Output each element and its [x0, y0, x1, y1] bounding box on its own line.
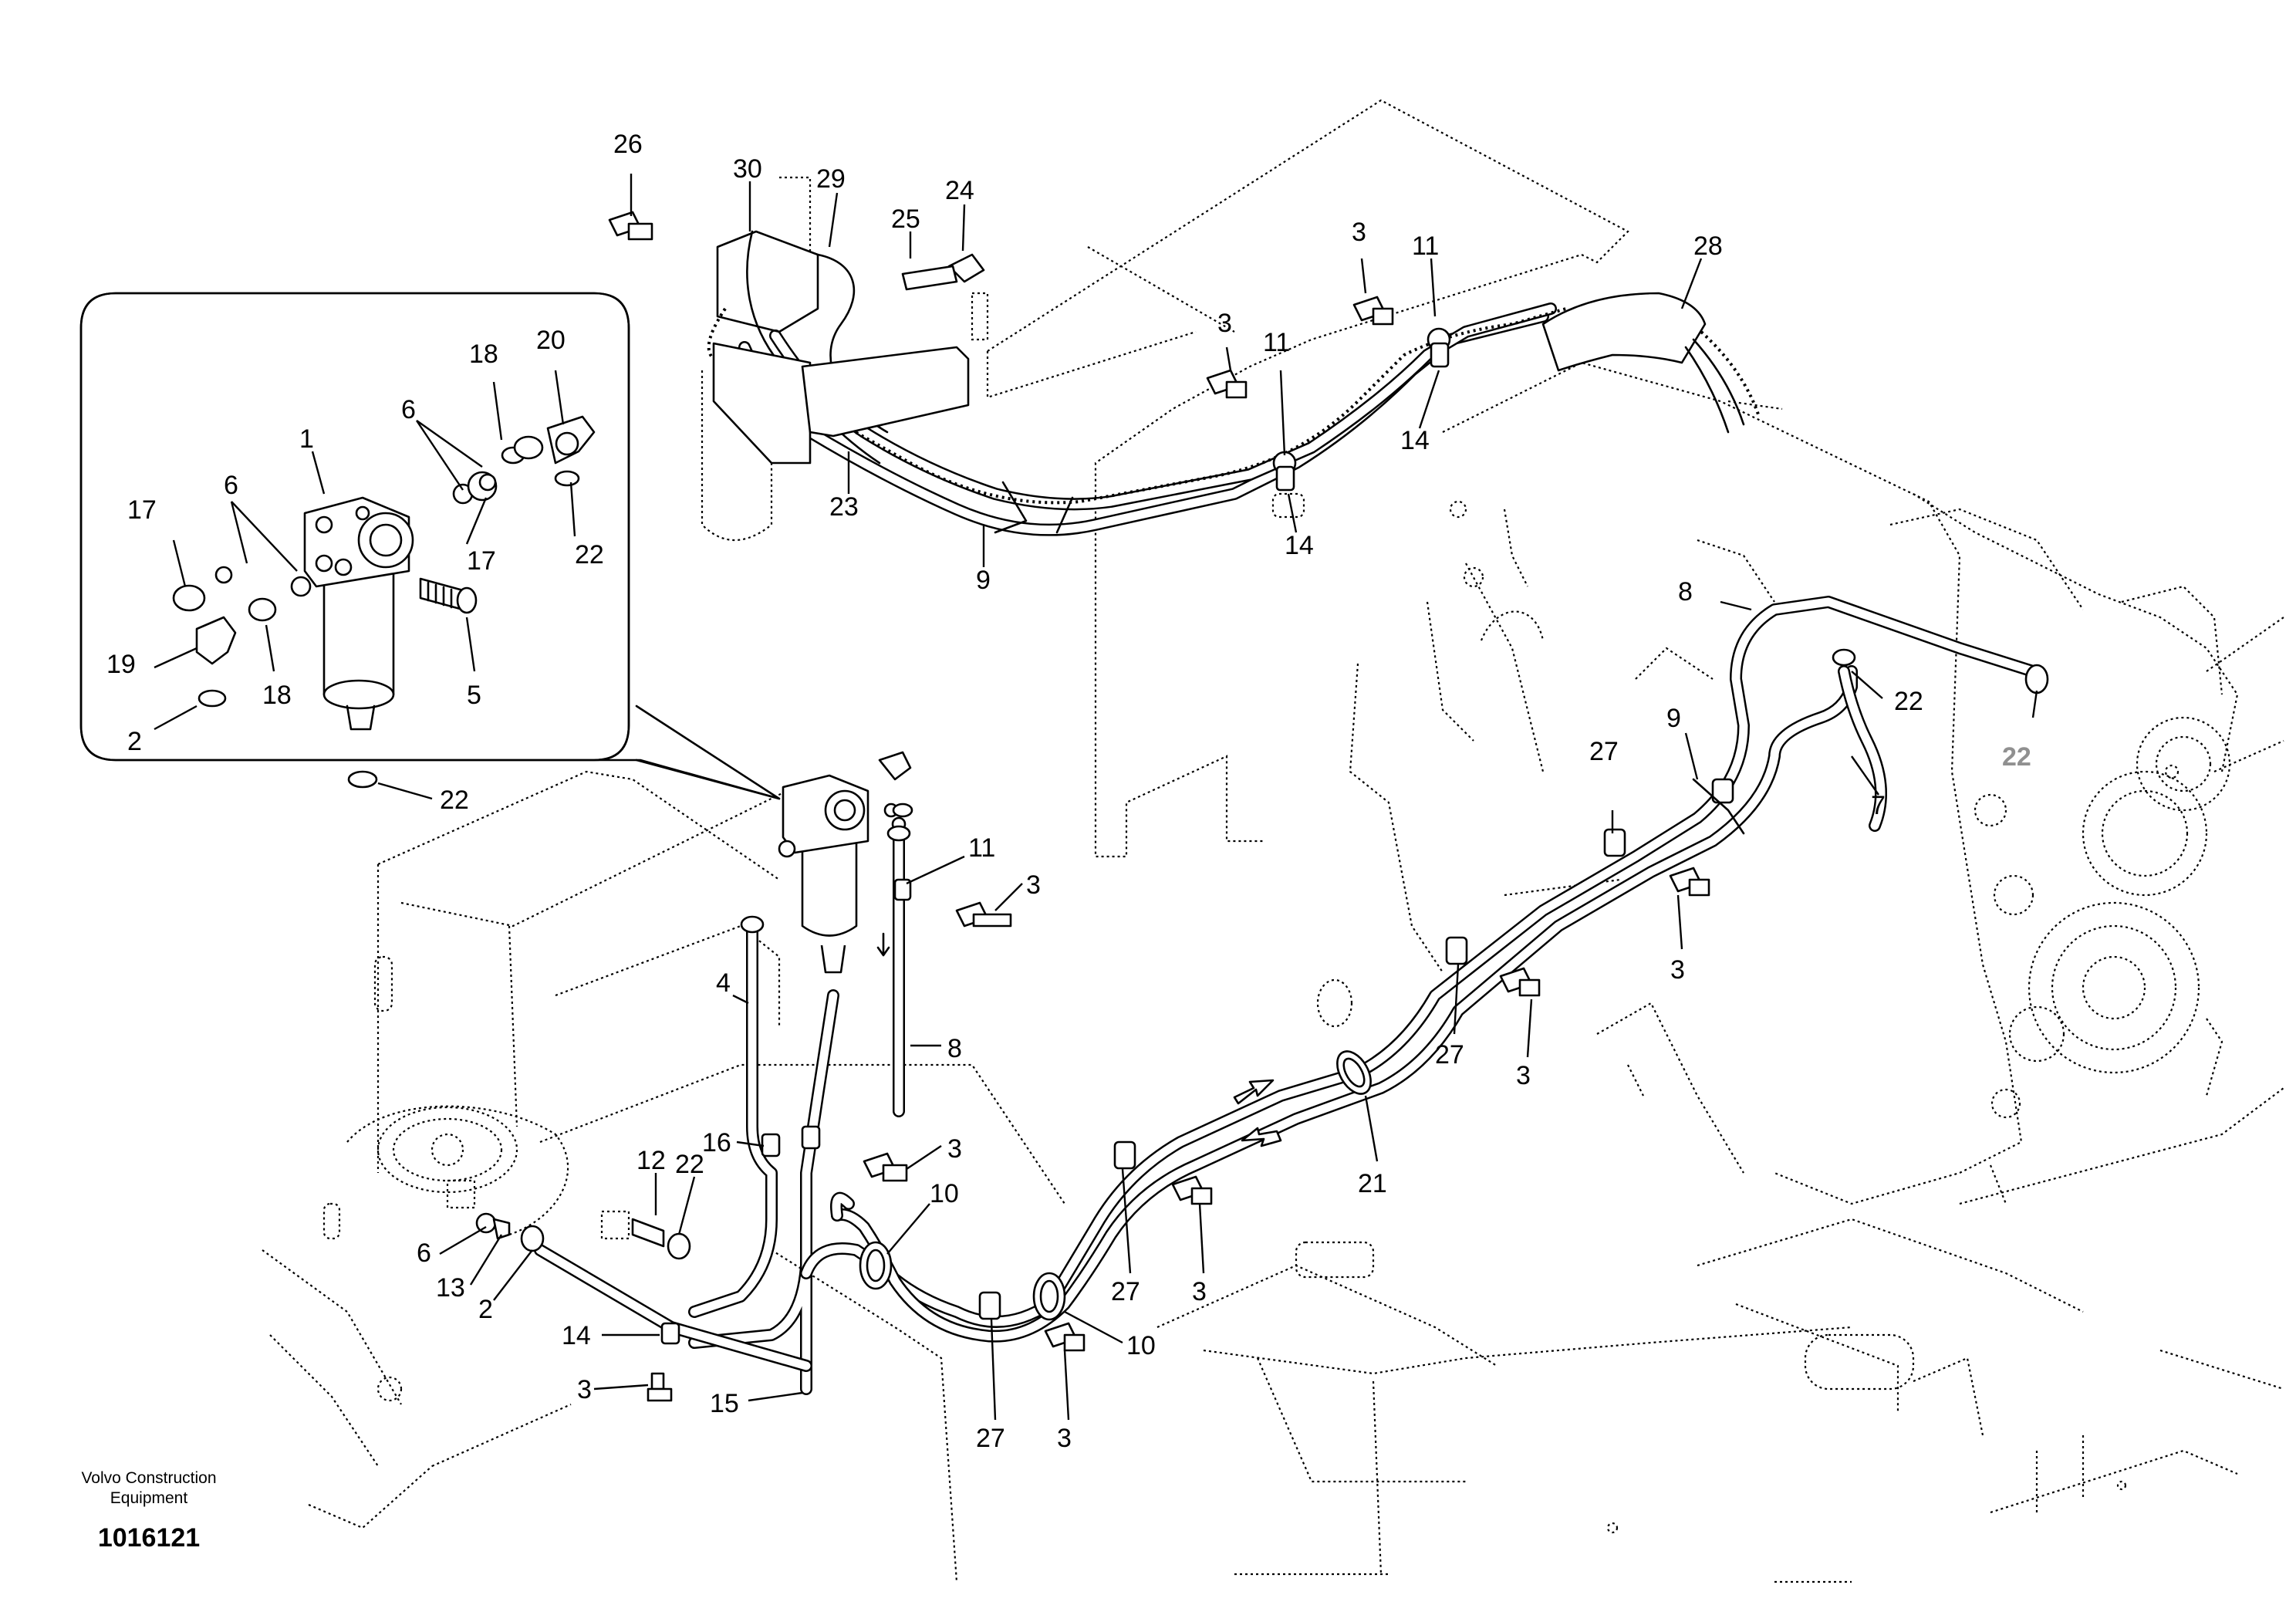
callout-3: 3 [947, 1134, 962, 1164]
callout-29: 29 [816, 164, 846, 194]
callout-17: 17 [467, 546, 496, 576]
callout-2: 2 [127, 727, 142, 756]
callout-14: 14 [1285, 531, 1314, 560]
callout-7: 7 [1871, 791, 1886, 820]
callout-15: 15 [710, 1389, 739, 1418]
callout-26: 26 [613, 130, 643, 159]
callout-13: 13 [436, 1273, 465, 1303]
callout-6: 6 [401, 395, 416, 424]
company-name-line1: Volvo Construction [81, 1469, 216, 1487]
callout-3: 3 [1352, 218, 1366, 247]
fuel-pipes [534, 230, 2039, 1395]
callout-4: 4 [716, 968, 731, 998]
callout-22-faded: 22 [2002, 742, 2031, 772]
callout-19: 19 [106, 650, 136, 679]
callouts: 26 30 29 25 24 3 11 28 3 11 14 14 23 9 2… [106, 130, 2031, 1453]
callout-9: 9 [1666, 704, 1681, 733]
callout-27: 27 [976, 1424, 1005, 1453]
footer: Volvo Construction Equipment 1016121 [81, 1469, 216, 1553]
background-structure [262, 99, 2284, 1583]
callout-27: 27 [1111, 1277, 1140, 1306]
callout-3: 3 [1670, 955, 1685, 985]
callout-3: 3 [1192, 1277, 1207, 1306]
callout-3: 3 [577, 1375, 592, 1404]
callout-28: 28 [1693, 231, 1723, 261]
drawing-number: 1016121 [98, 1523, 200, 1553]
company-name-line2: Equipment [110, 1489, 188, 1507]
callout-14: 14 [562, 1321, 591, 1350]
callout-27: 27 [1589, 737, 1619, 766]
callout-16: 16 [702, 1128, 731, 1157]
callout-22: 22 [1894, 687, 1923, 716]
callout-9: 9 [976, 566, 991, 595]
callout-14: 14 [1400, 426, 1430, 455]
callout-6: 6 [224, 471, 238, 500]
callout-22: 22 [440, 786, 469, 815]
callout-3: 3 [1217, 309, 1232, 338]
callout-18: 18 [469, 340, 498, 369]
callout-6: 6 [417, 1238, 431, 1268]
callout-22: 22 [575, 540, 604, 569]
callout-24: 24 [945, 176, 974, 205]
detail-inset [79, 292, 781, 800]
leader-lines [154, 174, 2038, 1421]
callout-10: 10 [930, 1179, 959, 1208]
callout-5: 5 [467, 681, 481, 710]
callout-3: 3 [1057, 1424, 1072, 1453]
callout-11: 11 [968, 833, 995, 863]
callout-22: 22 [675, 1150, 704, 1179]
callout-30: 30 [733, 154, 762, 184]
callout-8: 8 [1678, 577, 1693, 607]
clamps-and-fittings [475, 176, 2049, 1402]
callout-27: 27 [1435, 1040, 1464, 1070]
callout-23: 23 [829, 492, 859, 522]
callout-18: 18 [262, 681, 292, 710]
callout-12: 12 [636, 1146, 666, 1175]
main-fuel-filter [778, 751, 912, 974]
callout-11: 11 [1263, 328, 1290, 357]
callout-10: 10 [1126, 1331, 1156, 1360]
callout-11: 11 [1412, 231, 1439, 261]
callout-8: 8 [947, 1034, 962, 1063]
callout-20: 20 [536, 326, 566, 355]
callout-3: 3 [1516, 1061, 1531, 1090]
callout-25: 25 [891, 204, 920, 234]
callout-1: 1 [299, 424, 314, 454]
callout-17: 17 [127, 495, 157, 525]
callout-2: 2 [478, 1295, 493, 1324]
inset-fuel-filter [172, 415, 596, 789]
callout-21: 21 [1358, 1169, 1387, 1198]
callout-3: 3 [1026, 870, 1041, 900]
